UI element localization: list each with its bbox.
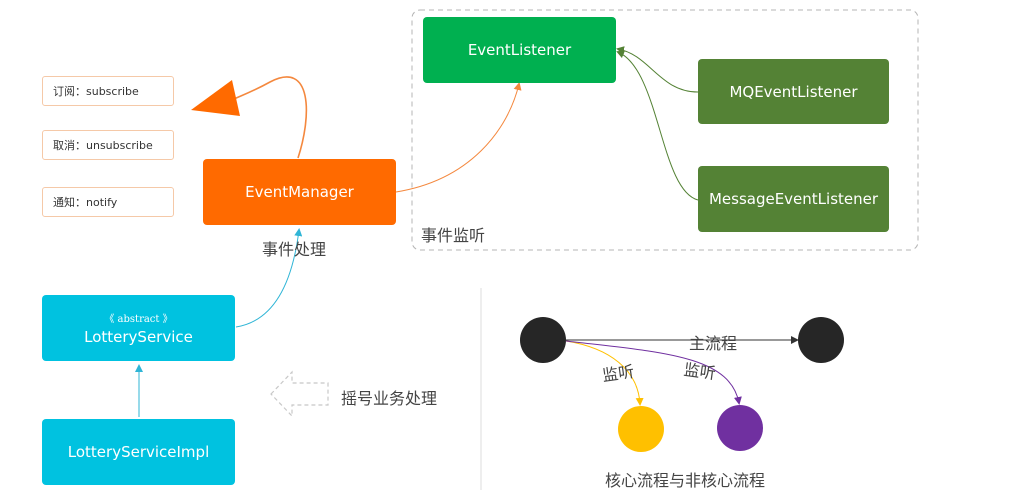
listen-label-2: 监听: [682, 359, 717, 384]
event-handling-label: 事件处理: [262, 240, 327, 259]
message-to-listener-line: [616, 50, 699, 201]
subscribe-note-text: 订阅：subscribe: [53, 85, 139, 98]
mq-to-listener-line: [616, 46, 699, 93]
listen-yellow-curve: [565, 340, 644, 406]
hollow-left-arrow: [270, 370, 329, 418]
listener-group-frame: [411, 9, 919, 251]
abstract-stereotype: 《 abstract 》: [104, 314, 173, 325]
lottery-business-label: 摇号业务处理: [341, 389, 438, 408]
lottery-service-impl-box[interactable]: LotteryServiceImpl: [42, 419, 235, 485]
main-flow-label: 主流程: [689, 334, 738, 353]
manager-to-listener-line: [395, 82, 522, 193]
lottery-service-label: LotteryService: [84, 328, 193, 346]
message-event-listener-label: MessageEventListener: [708, 190, 879, 208]
lottery-service-box[interactable]: 《 abstract 》 LotteryService: [42, 295, 235, 361]
event-manager-label: EventManager: [245, 183, 354, 201]
unsubscribe-note-text: 取消：unsubscribe: [53, 139, 153, 152]
core-node-yellow: [618, 406, 664, 452]
core-noncore-label: 核心流程与非核心流程: [605, 471, 766, 490]
noncore-node-purple: [717, 405, 763, 451]
event-manager-box[interactable]: EventManager: [203, 159, 396, 225]
event-listening-label: 事件监听: [421, 226, 486, 245]
end-node: [798, 317, 844, 363]
mq-event-listener-box[interactable]: MQEventListener: [698, 59, 889, 124]
listen-label-1: 监听: [601, 361, 636, 386]
service-to-manager-line: [235, 228, 303, 328]
notify-note-text: 通知：notify: [53, 196, 118, 209]
event-listener-box[interactable]: EventListener: [423, 17, 616, 83]
unsubscribe-note: 取消：unsubscribe: [42, 130, 174, 160]
mq-event-listener-label: MQEventListener: [729, 82, 858, 101]
subscribe-note: 订阅：subscribe: [42, 76, 174, 106]
start-node: [520, 317, 566, 363]
event-listener-label: EventListener: [467, 41, 572, 59]
self-loop-arrowhead: [191, 80, 240, 116]
listen-purple-curve: [565, 340, 742, 405]
notify-note: 通知：notify: [42, 187, 174, 217]
message-event-listener-box[interactable]: MessageEventListener: [698, 166, 889, 232]
lottery-service-impl-label: LotteryServiceImpl: [67, 443, 210, 461]
self-loop-curve: [231, 76, 308, 159]
